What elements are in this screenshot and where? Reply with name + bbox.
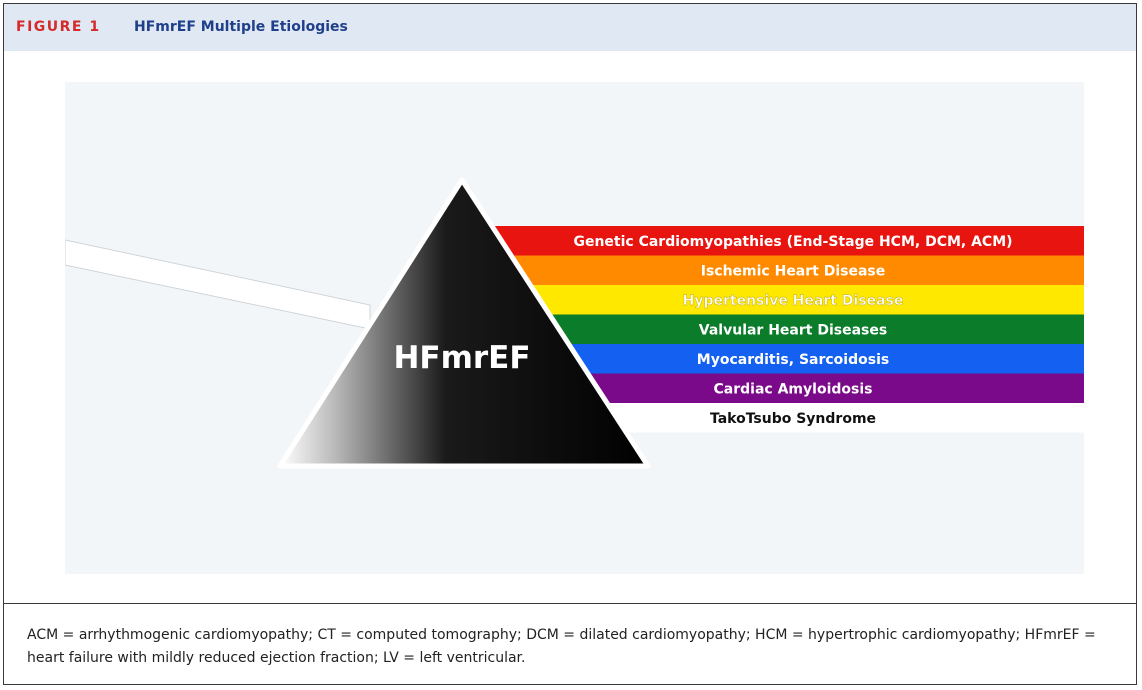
spectrum-band-label: TakoTsubo Syndrome [710, 411, 876, 427]
figure-label: FIGURE 1 [16, 19, 101, 35]
prism-illustration: Genetic Cardiomyopathies (End-Stage HCM,… [65, 82, 1084, 574]
caption-divider [4, 603, 1136, 604]
figure-header: FIGURE 1 HFmrEF Multiple Etiologies [4, 4, 1136, 51]
prism-svg: Genetic Cardiomyopathies (End-Stage HCM,… [65, 177, 1084, 469]
spectrum-band-label: Hypertensive Heart Disease [683, 293, 904, 309]
prism-label: HFmrEF [393, 340, 530, 376]
figure-title: HFmrEF Multiple Etiologies [134, 19, 348, 35]
spectrum-band-label: Ischemic Heart Disease [701, 263, 886, 279]
figure-footnote: ACM = arrhythmogenic cardiomyopathy; CT … [27, 627, 1096, 666]
spectrum-band-label: Genetic Cardiomyopathies (End-Stage HCM,… [573, 234, 1012, 250]
light-beam [65, 239, 371, 330]
spectrum-band [485, 314, 1084, 344]
spectrum-band [485, 255, 1084, 285]
spectrum-band-label: Myocarditis, Sarcoidosis [697, 352, 889, 368]
spectrum-band-label: Valvular Heart Diseases [699, 322, 887, 338]
spectrum-band-label: Cardiac Amyloidosis [714, 381, 873, 397]
figure-box: FIGURE 1 HFmrEF Multiple Etiologies Gene… [3, 3, 1137, 685]
spectrum-band [485, 285, 1084, 315]
spectrum-band [485, 226, 1084, 256]
prism-shape [277, 177, 651, 469]
